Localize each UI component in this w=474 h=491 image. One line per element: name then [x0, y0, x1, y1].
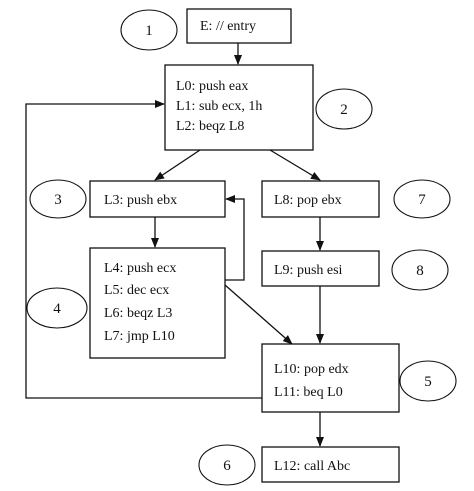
- block-l10: L10: pop edx L11: beq L0: [261, 343, 400, 413]
- block-l4-line: L7: jmp L10: [104, 329, 175, 344]
- block-l3: L3: push ebx: [89, 180, 226, 218]
- svg-text:2: 2: [340, 102, 348, 118]
- node-label-3: 3: [29, 179, 87, 219]
- block-l4-line: L5: dec ecx: [104, 283, 169, 298]
- block-l0-line: L1: sub ecx, 1h: [176, 99, 262, 114]
- block-entry: E: // entry: [186, 8, 292, 44]
- node-label-6: 6: [198, 444, 256, 486]
- block-l9-line: L9: push esi: [274, 263, 343, 278]
- block-l12: L12: call Abc: [261, 446, 400, 483]
- svg-text:6: 6: [223, 458, 231, 474]
- edge-b0-to-b8: [269, 149, 321, 181]
- svg-text:4: 4: [53, 301, 61, 317]
- block-l8: L8: pop ebx: [261, 180, 380, 218]
- block-l9: L9: push esi: [261, 250, 380, 287]
- block-l0-line: L2: beqz L8: [176, 119, 244, 134]
- block-l12-line: L12: call Abc: [274, 459, 350, 474]
- node-label-8: 8: [391, 249, 449, 291]
- block-l3-line: L3: push ebx: [104, 193, 177, 208]
- edge-b0-to-b3: [154, 149, 201, 181]
- block-l8-line: L8: pop ebx: [274, 193, 342, 208]
- block-l0-line: L0: push eax: [176, 79, 248, 94]
- svg-text:7: 7: [418, 192, 426, 208]
- svg-text:8: 8: [416, 263, 424, 279]
- block-l4-line: L4: push ecx: [104, 261, 176, 276]
- svg-text:5: 5: [424, 374, 432, 390]
- block-l10-line: L11: beq L0: [274, 385, 343, 400]
- node-label-7: 7: [393, 179, 451, 219]
- block-l4: L4: push ecx L5: dec ecx L6: beqz L3 L7:…: [89, 247, 226, 359]
- node-label-2: 2: [315, 88, 373, 130]
- edge-b10-back-to-b0: [25, 100, 262, 399]
- node-label-4: 4: [26, 287, 88, 329]
- node-label-1: 1: [120, 9, 178, 51]
- edge-b4-back-to-b3: [225, 195, 245, 281]
- block-entry-line: E: // entry: [200, 19, 256, 34]
- svg-text:3: 3: [54, 192, 62, 208]
- node-label-5: 5: [399, 360, 457, 402]
- block-l0: L0: push eax L1: sub ecx, 1h L2: beqz L8: [164, 64, 314, 151]
- edge-b4-to-b10: [224, 284, 293, 345]
- edges: [25, 43, 324, 447]
- svg-text:1: 1: [145, 23, 153, 39]
- block-l10-line: L10: pop edx: [274, 362, 349, 377]
- block-l4-line: L6: beqz L3: [104, 306, 172, 321]
